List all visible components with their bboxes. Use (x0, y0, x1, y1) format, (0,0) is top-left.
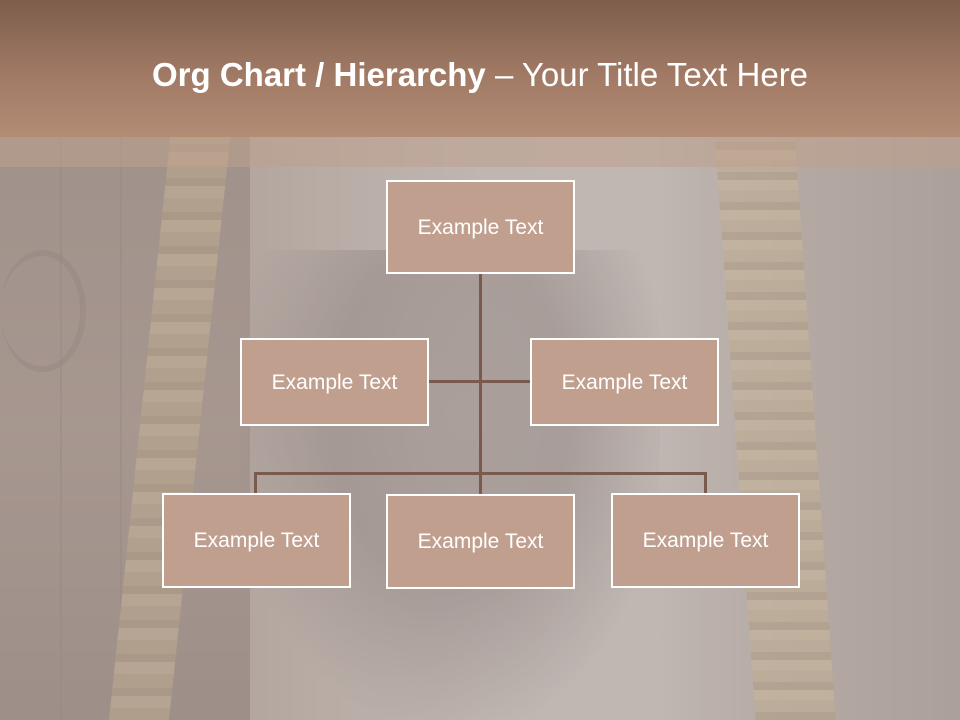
connector-subordinate-right (704, 472, 707, 496)
node-label: Example Text (642, 529, 769, 552)
connector-subordinates-bar (254, 472, 707, 475)
connector-assistants (427, 380, 532, 383)
title-band-shadow (0, 137, 960, 167)
slide-title[interactable]: Org Chart / Hierarchy – Your Title Text … (152, 50, 808, 100)
title-band (0, 0, 960, 137)
org-node-assistant-right[interactable]: Example Text (530, 338, 719, 426)
connector-subordinate-left (254, 472, 257, 496)
connector-trunk (479, 272, 482, 494)
org-node-root[interactable]: Example Text (386, 180, 575, 274)
title-bold-part: Org Chart / Hierarchy (152, 56, 486, 93)
node-label: Example Text (271, 370, 398, 394)
node-label: Example Text (417, 215, 544, 239)
org-node-subordinate-right[interactable]: Example Text (611, 493, 800, 588)
org-node-subordinate-center[interactable]: Example Text (386, 494, 575, 589)
org-node-subordinate-left[interactable]: Example Text (162, 493, 351, 588)
org-node-assistant-left[interactable]: Example Text (240, 338, 429, 426)
title-light-part: Your Title Text Here (521, 56, 809, 93)
node-label: Example Text (417, 530, 544, 553)
title-dash: – (485, 56, 522, 93)
node-label: Example Text (561, 370, 688, 394)
node-label: Example Text (193, 529, 320, 552)
